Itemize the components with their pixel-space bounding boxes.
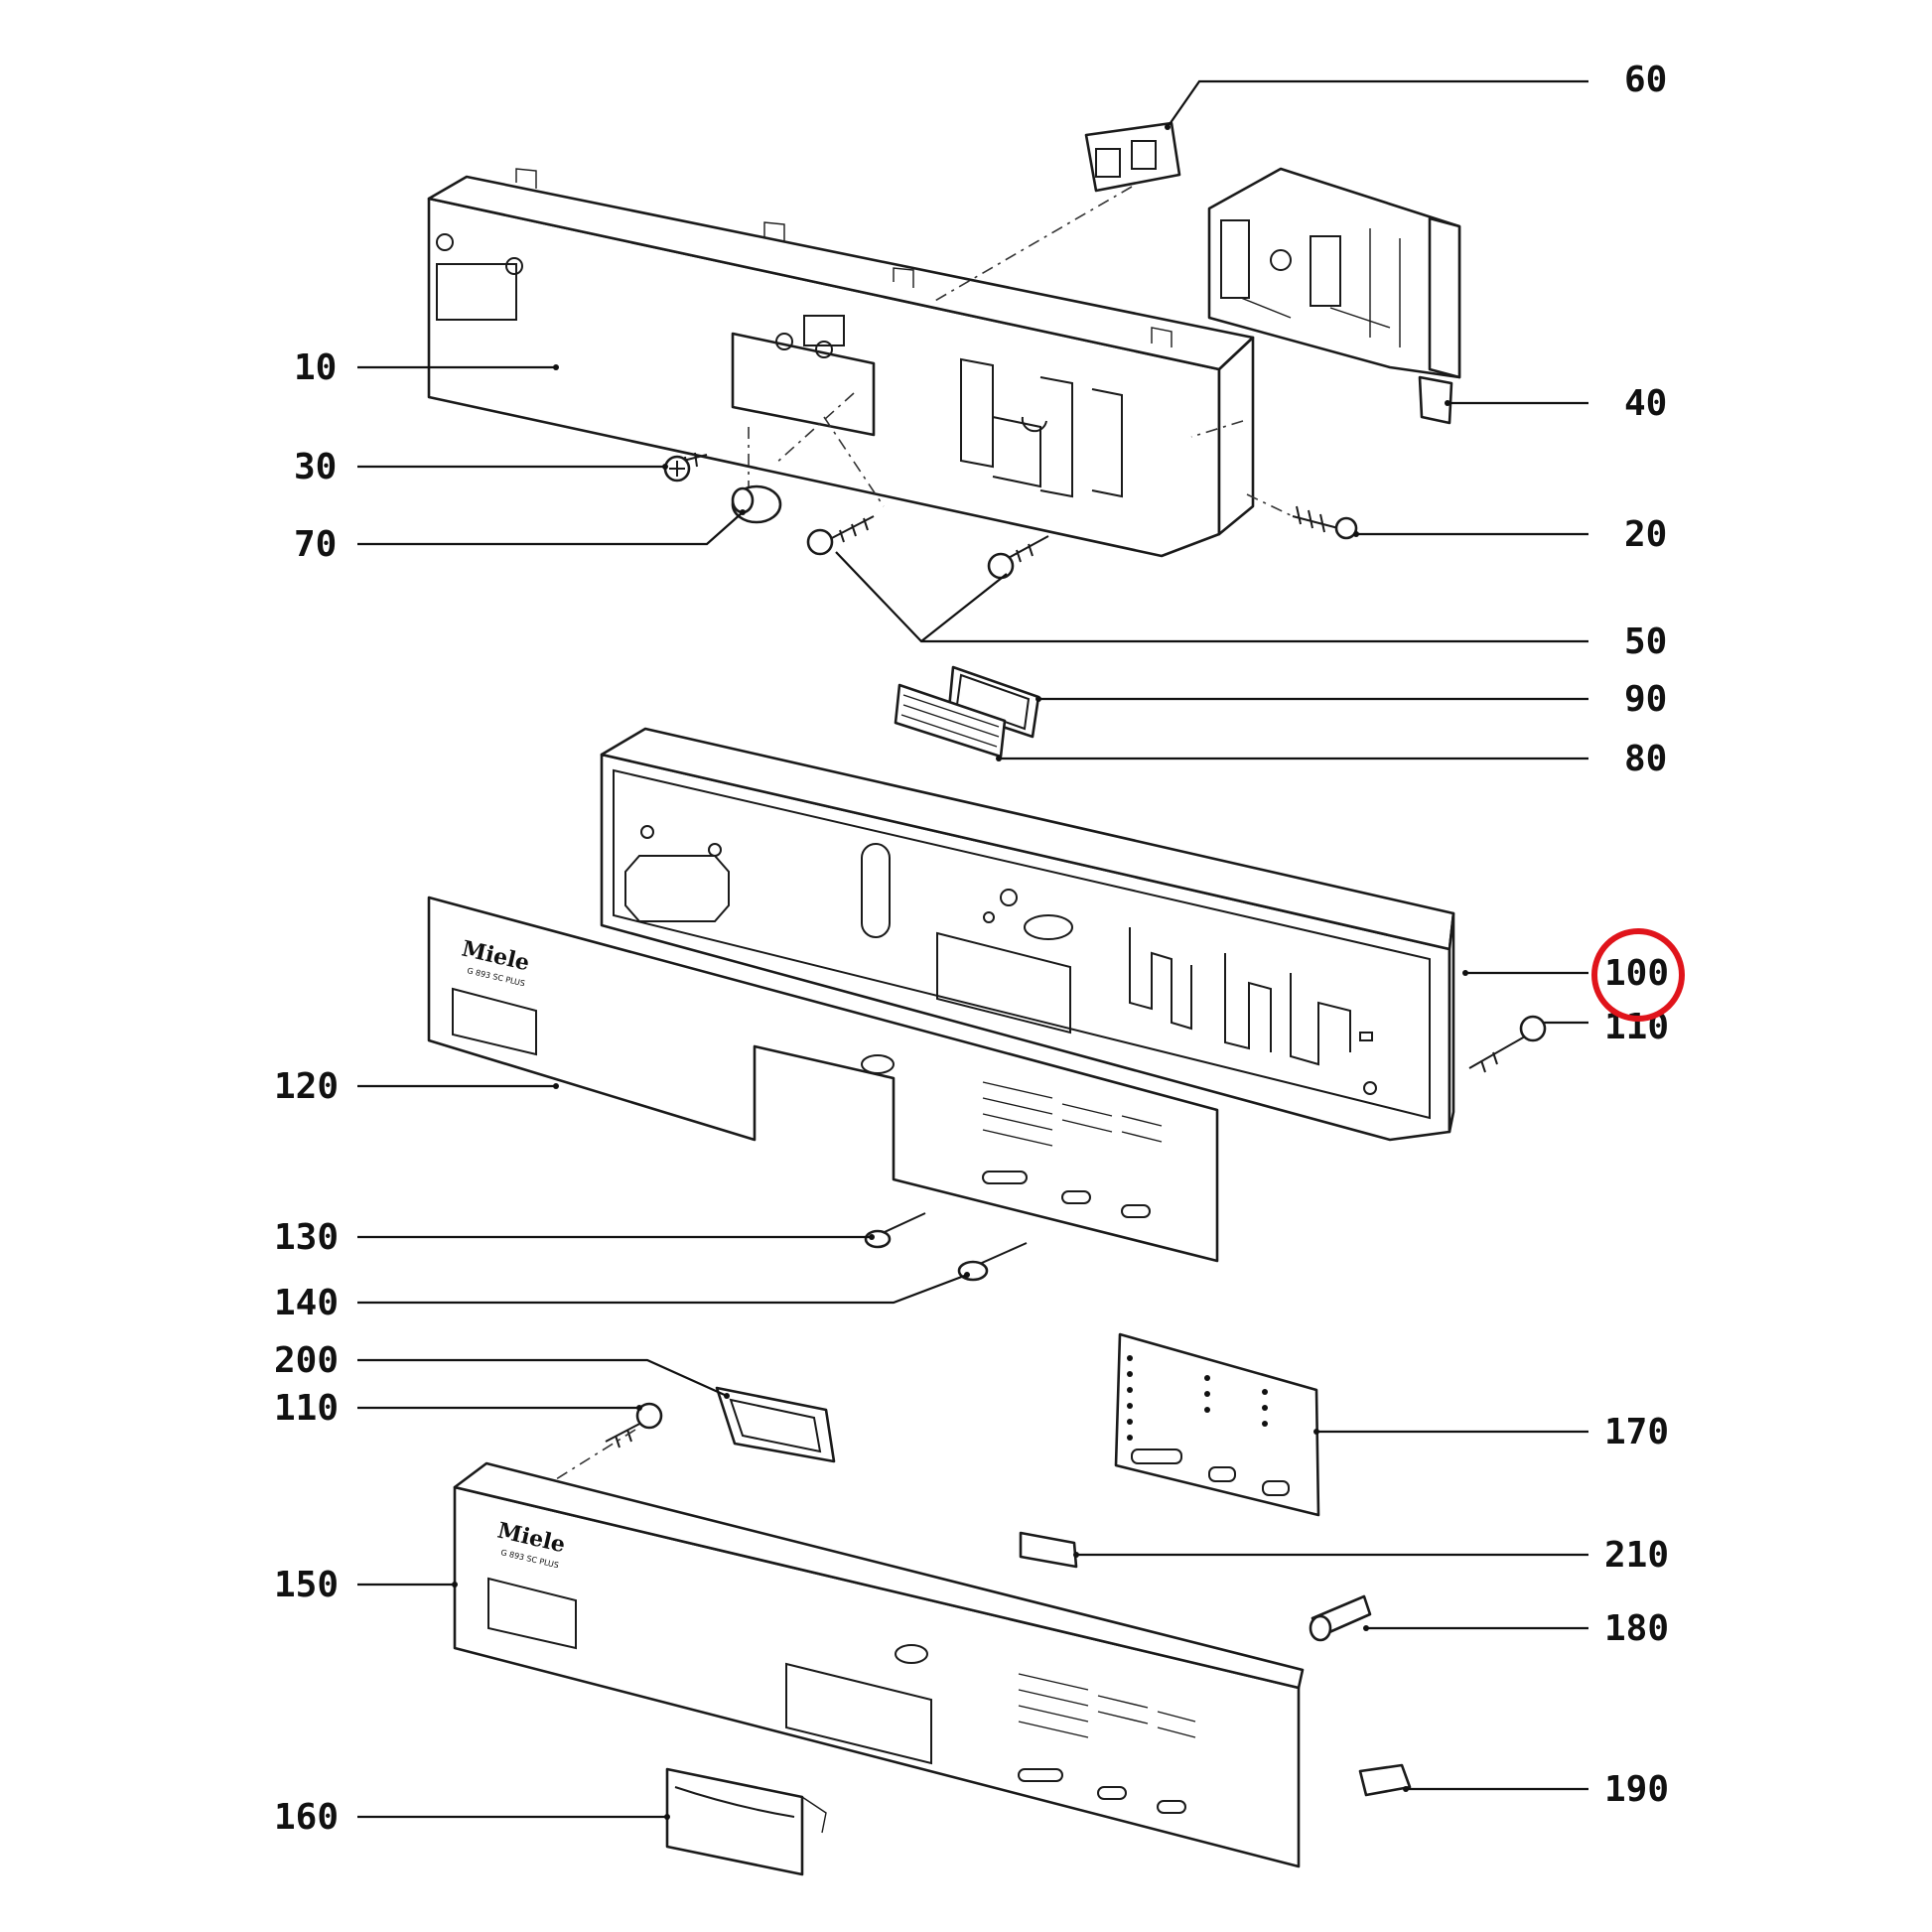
assembly-lines-lower	[555, 1429, 636, 1480]
part-120-panel-foil: Miele G 893 SC PLUS	[427, 896, 1219, 1263]
part-170-button-board	[1114, 1332, 1320, 1517]
callout-50: 50	[1624, 621, 1667, 662]
pin-70	[731, 484, 782, 524]
part-60-connector	[1084, 121, 1181, 193]
callout-100: 100	[1604, 953, 1669, 994]
callout-20: 20	[1624, 514, 1667, 555]
callout-120: 120	[274, 1066, 339, 1107]
callout-200: 200	[274, 1340, 339, 1381]
callout-210: 210	[1604, 1535, 1669, 1576]
screw-50b	[987, 535, 1049, 580]
part-190-clip	[1358, 1763, 1412, 1797]
callout-90: 90	[1624, 679, 1667, 720]
callout-150: 150	[274, 1565, 339, 1605]
part-160-handle	[665, 1767, 827, 1876]
part-110-screw-lower	[605, 1402, 663, 1449]
callout-180: 180	[1604, 1608, 1669, 1649]
fasteners-upper	[663, 452, 1358, 580]
callout-70: 70	[294, 524, 337, 565]
callout-190: 190	[1604, 1769, 1669, 1810]
part-130-led	[864, 1212, 926, 1249]
part-90-gasket	[947, 665, 1040, 739]
callout-labels: 60 10 40 30 20 70 50 90 80 100 110 120 1…	[274, 60, 1669, 1838]
part-210-display	[1019, 1531, 1078, 1569]
callout-10: 10	[294, 347, 337, 388]
callout-140: 140	[274, 1283, 339, 1323]
callout-60: 60	[1624, 60, 1667, 100]
part-100-fascia-frame	[600, 727, 1455, 1142]
callout-30: 30	[294, 447, 337, 487]
callout-170: 170	[1604, 1412, 1669, 1452]
assembly-lines-upper	[748, 186, 1294, 517]
screw-50a	[806, 515, 875, 556]
part-150-front-panel: Miele G 893 SC PLUS	[453, 1461, 1305, 1868]
screw-30	[663, 452, 708, 483]
callout-160: 160	[274, 1797, 339, 1838]
callout-80: 80	[1624, 739, 1667, 779]
callout-130: 130	[274, 1217, 339, 1258]
leader-lines	[357, 79, 1588, 1820]
screw-20	[1292, 505, 1358, 540]
callout-40: 40	[1624, 383, 1667, 424]
part-40-control-module	[1207, 167, 1461, 425]
part-180-pin	[1309, 1594, 1372, 1642]
callout-110-lower: 110	[274, 1388, 339, 1429]
part-10-housing	[427, 168, 1255, 558]
part-200-frame-gasket	[715, 1386, 836, 1463]
highlight-circle-100	[1591, 928, 1685, 1022]
